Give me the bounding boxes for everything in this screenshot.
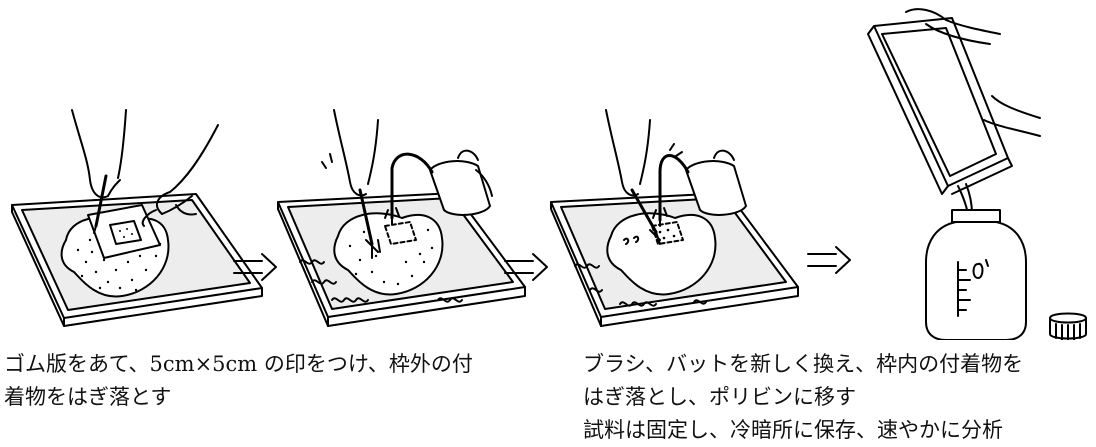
caption-step-3-4: ブラシ、バットを新しく換え、枠内の付着物を はぎ落とし、ポリビンに移す 試料は固… bbox=[583, 348, 1023, 447]
caption-step-1-2: ゴム版をあて、5cm×5cm の印をつけ、枠外の付 着物をはぎ落とす bbox=[4, 348, 473, 414]
wash-bottle-icon bbox=[384, 149, 493, 225]
hand-with-brush-icon bbox=[605, 109, 683, 245]
tilted-tray-icon bbox=[867, 17, 1013, 195]
sample-bottle-icon bbox=[925, 209, 1027, 340]
hands-holding-tray-icon bbox=[905, 8, 1041, 137]
caption-line: 着物をはぎ落とす bbox=[4, 385, 172, 409]
caption-line: はぎ落とし、ポリビンに移す bbox=[583, 385, 856, 409]
hand-with-pen-icon bbox=[71, 109, 127, 234]
debris-icon bbox=[574, 263, 707, 307]
caption-line: ブラシ、バットを新しく換え、枠内の付着物を bbox=[583, 352, 1024, 376]
step2-brushing-outside-illustration bbox=[277, 109, 526, 327]
step4-pouring-illustration bbox=[867, 8, 1087, 340]
wash-bottle-icon bbox=[652, 149, 747, 227]
step3-brushing-inside-illustration bbox=[550, 109, 799, 327]
right-arrow-icon bbox=[504, 253, 548, 281]
caption-line: 試料は固定し、冷暗所に保存、速やかに分析 bbox=[583, 418, 1003, 442]
hand-holding-template-icon bbox=[141, 124, 219, 227]
right-arrow-icon bbox=[233, 253, 277, 281]
procedure-illustration bbox=[11, 8, 1087, 340]
caption-line: ゴム版をあて、5cm×5cm の印をつけ、枠外の付 bbox=[4, 352, 473, 376]
step1-marking-illustration bbox=[11, 109, 263, 327]
right-arrow-icon bbox=[807, 246, 851, 274]
hand-with-brush-icon bbox=[321, 109, 381, 259]
rubber-template-icon bbox=[87, 204, 161, 259]
bottle-cap-icon bbox=[1049, 312, 1087, 340]
debris-icon bbox=[299, 259, 463, 303]
